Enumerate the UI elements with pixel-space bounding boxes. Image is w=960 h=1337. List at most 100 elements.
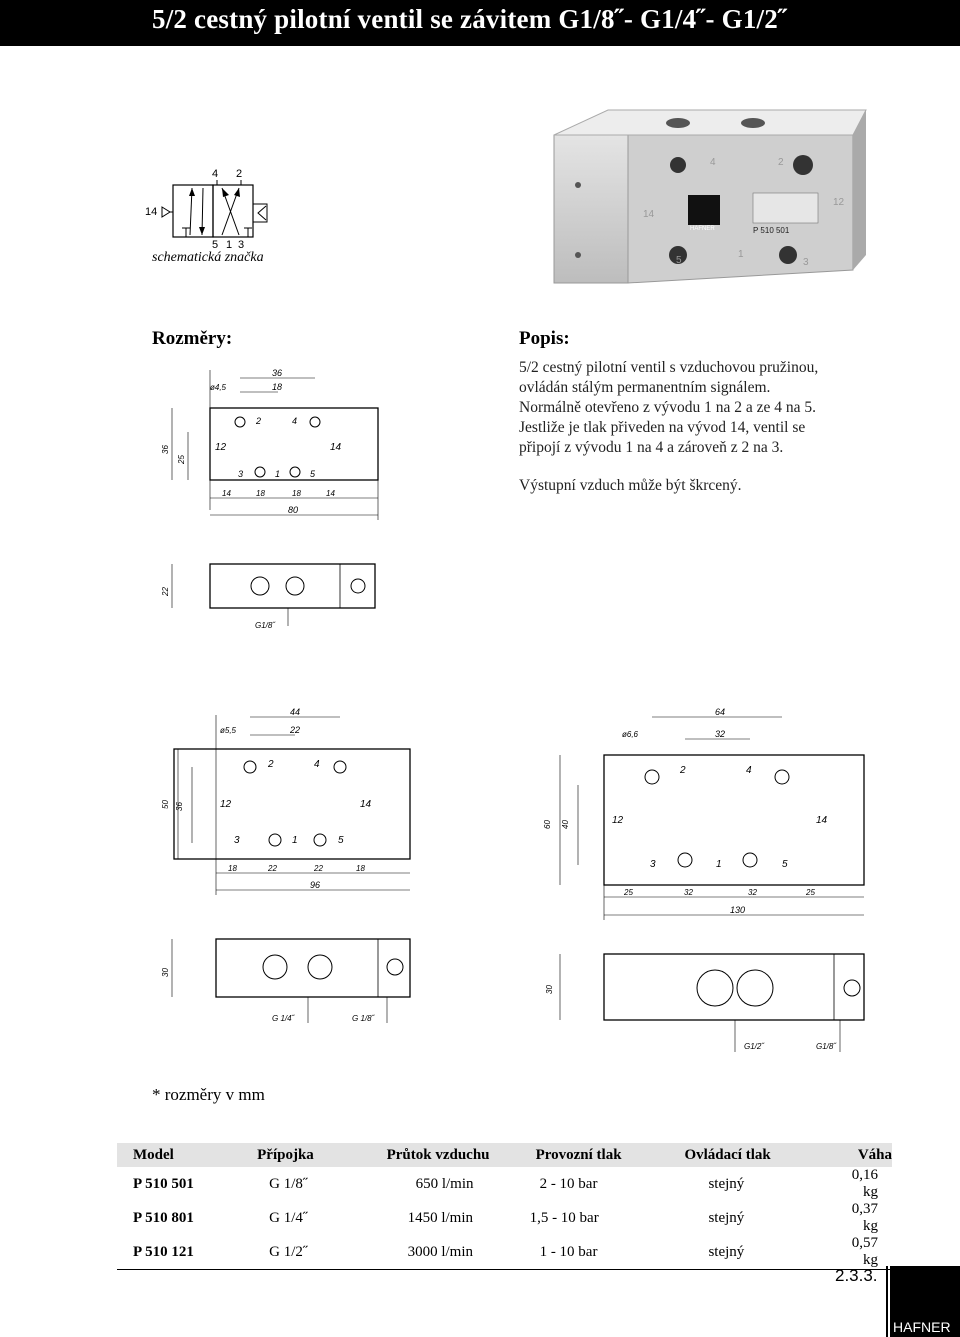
footer-divider	[886, 1266, 888, 1337]
svg-text:32: 32	[748, 888, 757, 897]
svg-text:14: 14	[360, 799, 372, 810]
symbol-port-1: 1	[226, 239, 232, 250]
svg-text:14: 14	[816, 815, 828, 826]
header-pressure: Provozní tlak	[519, 1143, 669, 1167]
svg-text:2: 2	[778, 157, 784, 168]
svg-text:18: 18	[228, 864, 237, 873]
symbol-port-2: 2	[236, 168, 242, 180]
svg-text:ø6,6: ø6,6	[622, 730, 639, 739]
drawing-large-side: 30 G1/2˝ G1/8˝	[545, 953, 865, 1052]
header-flow: Průtok vzduchu	[370, 1143, 520, 1167]
svg-text:14: 14	[222, 489, 231, 498]
svg-text:G 1/4˝: G 1/4˝	[272, 1014, 296, 1023]
table-header-row: Model Přípojka Průtok vzduchu Provozní t…	[117, 1143, 892, 1167]
svg-text:18: 18	[256, 489, 265, 498]
svg-text:32: 32	[684, 888, 693, 897]
svg-text:G1/8˝: G1/8˝	[816, 1042, 837, 1051]
symbol-port-5: 5	[212, 239, 218, 250]
units-note: * rozměry v mm	[152, 1085, 265, 1104]
svg-text:4: 4	[746, 765, 752, 776]
svg-text:3: 3	[650, 859, 656, 870]
header-weight: Váha	[841, 1143, 892, 1167]
svg-text:25: 25	[805, 888, 815, 897]
symbol-port-4: 4	[212, 168, 218, 180]
svg-text:36: 36	[272, 368, 282, 378]
drawing-small-side: 22 G1/8˝	[161, 563, 376, 630]
table-row: P 510 121 G 1/2˝ 3000 l/min 1 - 10 bar s…	[117, 1235, 892, 1270]
spec-table: Model Přípojka Průtok vzduchu Provozní t…	[117, 1143, 892, 1270]
svg-text:36: 36	[175, 802, 184, 811]
svg-text:2: 2	[255, 416, 261, 426]
svg-text:64: 64	[715, 707, 725, 717]
drawing-large-front: 130 64 32 ø6,6 60 40 12 14 2 4 3 1 5 25 …	[543, 707, 865, 920]
svg-text:5: 5	[782, 859, 788, 870]
svg-text:60: 60	[543, 820, 552, 829]
svg-text:4: 4	[314, 759, 320, 770]
footer-brand-box: HAFNER	[890, 1266, 960, 1337]
svg-text:14: 14	[330, 442, 342, 453]
page-title: 5/2 cestný pilotní ventil se závitem G1/…	[152, 4, 788, 34]
svg-text:G1/8˝: G1/8˝	[255, 621, 276, 630]
svg-text:3: 3	[238, 469, 243, 479]
svg-text:12: 12	[220, 799, 232, 810]
photo-label: P 510 501	[753, 226, 790, 235]
table-row: P 510 501 G 1/8˝ 650 l/min 2 - 10 bar st…	[133, 1167, 878, 1200]
page-number: 2.3.3.	[835, 1266, 878, 1285]
description-line: připojí z vývodu 1 na 4 a zároveň z 2 na…	[519, 439, 784, 456]
svg-text:40: 40	[561, 820, 570, 829]
svg-text:18: 18	[272, 382, 282, 392]
svg-text:25: 25	[623, 888, 633, 897]
svg-text:25: 25	[177, 455, 186, 465]
footer-brand: HAFNER	[893, 1319, 951, 1335]
svg-text:12: 12	[833, 197, 845, 208]
svg-text:22: 22	[289, 725, 300, 735]
header-model: Model	[117, 1143, 242, 1167]
symbol-port-14: 14	[145, 206, 157, 218]
drawing-small-front: 80 36 18 ø4,5 36 25 12 14 2 4 3 1 5 14 1…	[161, 368, 379, 520]
svg-text:1: 1	[292, 835, 298, 846]
svg-text:22: 22	[313, 864, 323, 873]
svg-text:14: 14	[326, 489, 335, 498]
svg-text:G1/2˝: G1/2˝	[744, 1042, 765, 1051]
title-bar: 5/2 cestný pilotní ventil se závitem G1/…	[0, 0, 960, 46]
table-row: P 510 801 G 1/4˝ 1450 l/min 1,5 - 10 bar…	[133, 1201, 878, 1234]
svg-text:3: 3	[234, 835, 240, 846]
svg-text:ø4,5: ø4,5	[210, 383, 227, 392]
svg-text:4: 4	[292, 416, 297, 426]
schematic-symbol: 4 2 14 5 1 3	[145, 168, 268, 250]
svg-text:2: 2	[679, 765, 686, 776]
photo-brand: HAFNER	[690, 226, 715, 232]
svg-text:5: 5	[676, 255, 682, 266]
drawing-medium-front: 96 44 22 ø5,5 50 36 12 14 2 4 3 1 5 18 2…	[161, 707, 411, 895]
svg-text:22: 22	[267, 864, 277, 873]
svg-text:130: 130	[730, 905, 745, 915]
svg-text:44: 44	[290, 707, 300, 717]
svg-text:12: 12	[215, 442, 227, 453]
svg-text:3: 3	[803, 257, 809, 268]
svg-text:36: 36	[161, 445, 170, 454]
svg-text:22: 22	[161, 587, 170, 597]
svg-text:96: 96	[310, 880, 320, 890]
description-line: ovládán stálým permanentním signálem.	[519, 379, 771, 396]
drawing-medium-side: 30 G 1/4˝ G 1/8˝	[161, 938, 411, 1023]
svg-text:1: 1	[738, 249, 744, 260]
svg-text:30: 30	[545, 985, 554, 994]
description: 5/2 cestný pilotní ventil s vzduchovou p…	[519, 358, 939, 496]
svg-text:ø5,5: ø5,5	[220, 726, 237, 735]
svg-text:18: 18	[292, 489, 301, 498]
product-photo: HAFNER P 510 501 4 2 14 12 5 1 3	[553, 109, 867, 284]
svg-text:5: 5	[310, 469, 316, 479]
header-connection: Přípojka	[241, 1143, 371, 1167]
description-line: 5/2 cestný pilotní ventil s vzduchovou p…	[519, 359, 819, 376]
svg-text:80: 80	[288, 505, 298, 515]
svg-text:30: 30	[161, 968, 170, 977]
description-line: Jestliže je tlak přiveden na vývod 14, v…	[519, 419, 806, 436]
dimensions-heading: Rozměry:	[152, 328, 233, 349]
symbol-caption: schematická značka	[152, 250, 264, 265]
svg-text:2: 2	[267, 759, 274, 770]
svg-text:32: 32	[715, 729, 725, 739]
description-line: Normálně otevřeno z vývodu 1 na 2 a ze 4…	[519, 399, 816, 416]
svg-text:50: 50	[161, 800, 170, 809]
svg-text:1: 1	[716, 859, 722, 870]
svg-text:12: 12	[612, 815, 624, 826]
